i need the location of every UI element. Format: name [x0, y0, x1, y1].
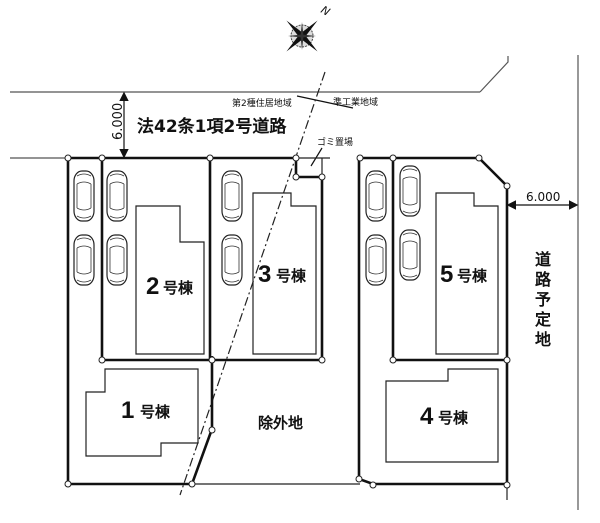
car-icon	[221, 170, 243, 222]
zoning-left-label: 第2種住居地域	[232, 97, 292, 109]
road-east-name: 道 路 予 定 地	[534, 250, 552, 349]
building-1-footprint	[85, 368, 199, 457]
svg-text:道: 道	[535, 250, 551, 269]
car-icon	[73, 234, 95, 286]
road-north	[10, 56, 509, 159]
svg-text:4: 4	[420, 403, 434, 430]
building-5-label: 5 号棟	[440, 261, 488, 288]
excluded-area-label: 除外地	[258, 414, 303, 432]
zoning-arrow	[296, 95, 354, 109]
road-north-name: 法42条1項2号道路	[137, 116, 287, 137]
building-2-footprint	[135, 205, 205, 355]
car-icon	[365, 170, 387, 222]
car-icon	[221, 234, 243, 286]
compass-rose-icon: N	[286, 3, 333, 52]
building-1-label: 1 号棟	[121, 397, 171, 424]
building-3-footprint	[252, 192, 317, 355]
svg-text:号棟: 号棟	[276, 267, 307, 285]
building-4-footprint	[385, 368, 499, 463]
car-icon	[399, 229, 421, 281]
building-2-label: 2 号棟	[146, 273, 194, 300]
svg-text:号棟: 号棟	[438, 409, 469, 427]
garbage-area-label: ゴミ置場	[317, 136, 353, 148]
svg-text:号棟: 号棟	[457, 267, 488, 285]
svg-text:号棟: 号棟	[163, 279, 194, 297]
building-5-footprint	[435, 192, 499, 355]
north-label: N	[319, 3, 333, 18]
svg-text:2: 2	[146, 273, 159, 300]
svg-text:地: 地	[535, 330, 551, 349]
svg-text:定: 定	[534, 310, 551, 329]
car-icon	[106, 234, 128, 286]
svg-text:号棟: 号棟	[140, 403, 171, 421]
svg-text:路: 路	[535, 270, 552, 289]
car-icon	[73, 170, 95, 222]
building-3-label: 3 号棟	[258, 261, 307, 288]
car-icon	[106, 170, 128, 222]
parking-spaces	[73, 165, 421, 286]
car-icon	[399, 165, 421, 217]
zoning-right-label: 準工業地域	[333, 96, 378, 108]
road-east-width: 6.000	[526, 190, 560, 204]
svg-text:3: 3	[258, 261, 271, 288]
building-4-label: 4 号棟	[420, 403, 469, 430]
road-north-width: 6.000	[111, 103, 126, 140]
road-north-dimension: 6.000	[111, 91, 129, 159]
svg-text:5: 5	[440, 261, 453, 288]
survey-points	[64, 154, 511, 489]
lot-boundaries-left	[66, 156, 360, 486]
road-east-dimension: 6.000	[506, 190, 579, 210]
car-icon	[365, 234, 387, 286]
svg-text:1: 1	[121, 397, 134, 424]
svg-text:予: 予	[535, 290, 551, 309]
